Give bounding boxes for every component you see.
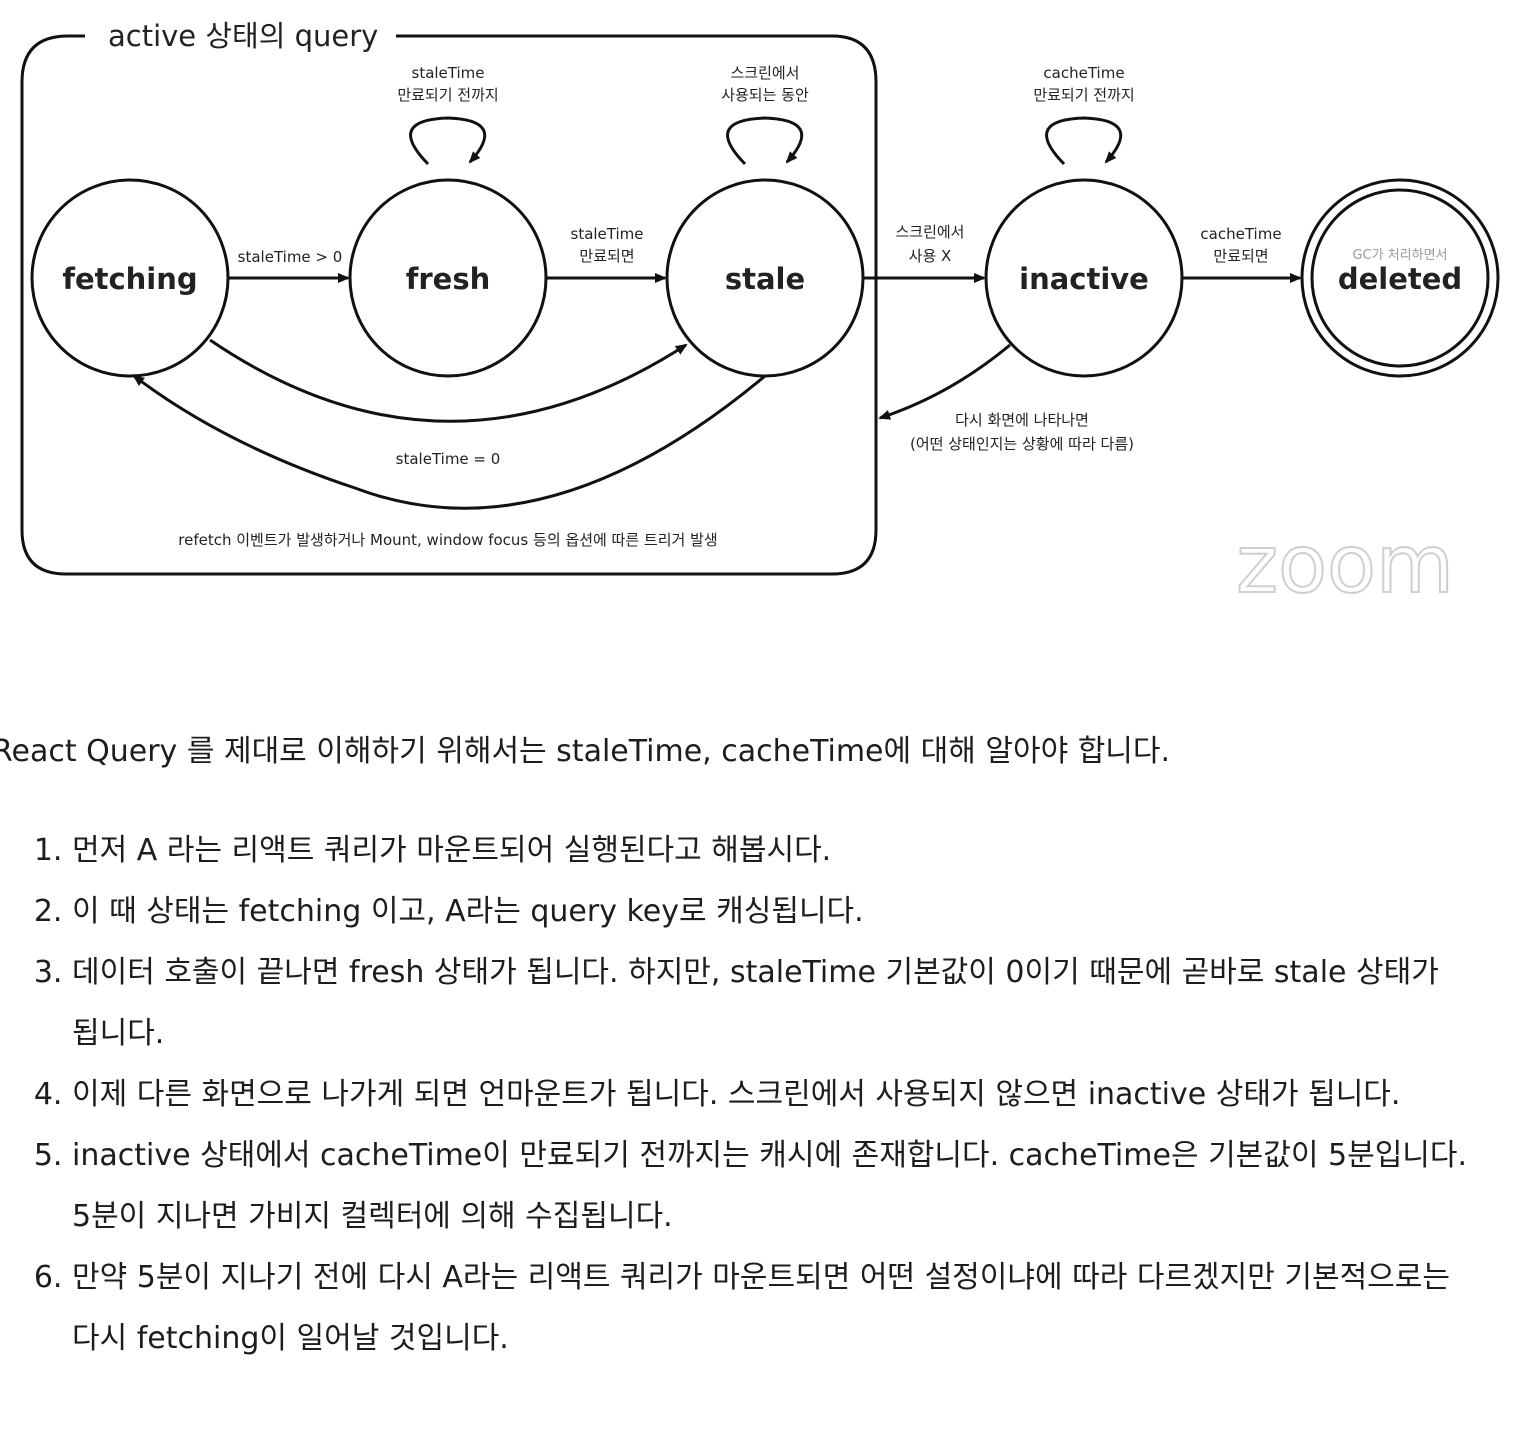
fresh-self-loop: [409, 116, 487, 166]
step-item: 만약 5분이 지나기 전에 다시 A라는 리액트 쿼리가 마운트되면 어떤 설정…: [72, 1247, 1472, 1369]
inactive-loop-label-1: cacheTime: [1043, 64, 1124, 82]
step-item: 데이터 호출이 끝나면 fresh 상태가 됩니다. 하지만, staleTim…: [72, 942, 1472, 1064]
fresh-loop-label-2: 만료되기 전까지: [397, 86, 498, 104]
edge-refetch-curve: [132, 374, 766, 510]
edge-inactive-back-label-1: 다시 화면에 나타나면: [955, 411, 1089, 429]
active-group-frame: [20, 34, 878, 576]
node-deleted-inner-circle: [1310, 188, 1490, 368]
edge-inactive-back: [878, 343, 1011, 420]
inactive-loop-label-2: 만료되기 전까지: [1033, 86, 1134, 104]
node-inactive-label: inactive: [1019, 262, 1149, 296]
edge-fetching-stale-label: staleTime = 0: [396, 450, 501, 468]
node-fresh-label: fresh: [406, 262, 491, 296]
step-item: 먼저 A 라는 리액트 쿼리가 마운트되어 실행된다고 해봅시다.: [72, 820, 1472, 881]
edge-stale-inactive-label-1: 스크린에서: [895, 223, 964, 241]
node-stale-label: stale: [725, 262, 805, 296]
step-item: 이제 다른 화면으로 나가게 되면 언마운트가 됩니다. 스크린에서 사용되지 …: [72, 1064, 1472, 1125]
inactive-self-loop: [1045, 116, 1123, 166]
step-item: inactive 상태에서 cacheTime이 만료되기 전까지는 캐시에 존…: [72, 1125, 1472, 1247]
edge-fresh-stale-label-1: staleTime: [571, 225, 644, 243]
edge-fetching-stale-curve: [209, 338, 688, 423]
query-lifecycle-diagram: active 상태의 query fetching fresh stale in…: [20, 19, 1500, 612]
edge-fetching-fresh-label: staleTime > 0: [238, 248, 343, 266]
active-group-label: active 상태의 query: [108, 19, 378, 53]
edge-inactive-deleted-label-1: cacheTime: [1200, 225, 1281, 243]
steps-list: 먼저 A 라는 리액트 쿼리가 마운트되어 실행된다고 해봅시다. 이 때 상태…: [72, 820, 1472, 1369]
step-item: 이 때 상태는 fetching 이고, A라는 query key로 캐싱됩니…: [72, 881, 1472, 942]
node-deleted-label: deleted: [1338, 262, 1462, 296]
fresh-loop-label-1: staleTime: [412, 64, 485, 82]
zoom-watermark: zoom: [1236, 518, 1454, 611]
edge-inactive-deleted-label-2: 만료되면: [1213, 247, 1268, 265]
edge-refetch-label: refetch 이벤트가 발생하거나 Mount, window focus 등…: [178, 531, 717, 549]
stale-self-loop: [726, 116, 804, 166]
stale-loop-label-1: 스크린에서: [730, 64, 799, 82]
edge-fresh-stale-label-2: 만료되면: [579, 247, 634, 265]
edge-stale-inactive-label-2: 사용 X: [909, 247, 952, 265]
stale-loop-label-2: 사용되는 동안: [721, 86, 809, 104]
edge-inactive-back-label-2: (어떤 상태인지는 상황에 따라 다름): [910, 435, 1134, 453]
deleted-gc-note: GC가 처리하면서: [1352, 248, 1447, 263]
intro-paragraph: React Query 를 제대로 이해하기 위해서는 staleTime, c…: [0, 734, 1171, 769]
node-deleted-outer-circle: [1300, 178, 1500, 378]
node-fetching-label: fetching: [62, 262, 197, 296]
